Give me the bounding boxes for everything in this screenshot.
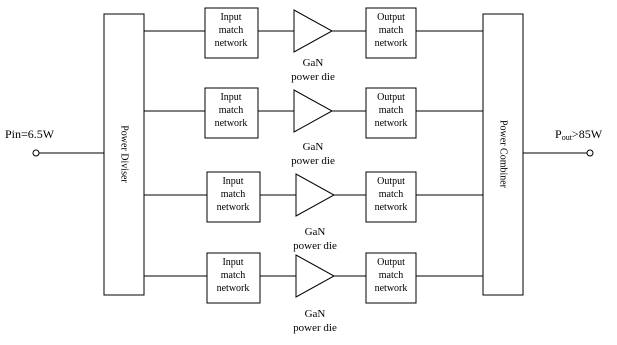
input-match-label-line: match — [221, 189, 245, 200]
input-match-network-block — [204, 7, 259, 59]
amplifier-label-line: GaN — [303, 141, 324, 153]
input-match-label-line: network — [217, 283, 250, 294]
input-match-network-block — [206, 252, 261, 304]
output-match-label-line: Output — [377, 257, 405, 268]
output-match-network-block — [365, 87, 417, 139]
input-port-terminal — [32, 149, 40, 157]
amplifier-label-line: GaN — [303, 57, 324, 69]
gan-amplifier-triangle — [295, 254, 336, 298]
amplifier-label-line: GaN — [305, 308, 326, 320]
amplifier-branch: Input match network GaN power die Output… — [144, 87, 483, 167]
gan-amplifier-triangle — [295, 173, 336, 217]
output-match-network-block — [365, 171, 417, 223]
output-match-label-line: network — [375, 38, 408, 49]
output-port-terminal — [586, 149, 594, 157]
output-port-label: Pout>85W — [555, 127, 603, 142]
output-match-label-line: Output — [377, 12, 405, 23]
output-match-label-line: match — [379, 270, 403, 281]
gan-amplifier-triangle — [293, 9, 334, 53]
input-match-label-line: Input — [220, 12, 241, 23]
gan-amplifier-triangle — [293, 89, 334, 133]
amplifier-label-line: power die — [291, 155, 335, 167]
power-combiner-label: Power Combiner — [498, 120, 509, 189]
output-match-label-line: network — [375, 118, 408, 129]
input-match-network-block — [206, 171, 261, 223]
output-match-label-line: Output — [377, 176, 405, 187]
power-divider-label: Power Diviser — [119, 125, 130, 183]
amplifier-branch: Input match network GaN power die Output… — [144, 7, 483, 83]
output-match-label-line: match — [379, 25, 403, 36]
output-match-network-block — [365, 7, 417, 59]
input-match-label-line: Input — [220, 92, 241, 103]
power-divider-block — [103, 13, 145, 296]
power-divider: Power Diviser — [103, 13, 145, 296]
input-match-label-line: match — [219, 105, 243, 116]
input-port: Pin=6.5W — [5, 127, 104, 157]
output-match-label-line: match — [379, 105, 403, 116]
output-match-label-line: Output — [377, 92, 405, 103]
input-match-label-line: network — [217, 202, 250, 213]
input-match-label-line: Input — [222, 176, 243, 187]
power-combiner: Power Combiner — [482, 13, 524, 296]
output-match-network-block — [365, 252, 417, 304]
input-match-label-line: match — [221, 270, 245, 281]
input-match-network-block — [204, 87, 259, 139]
amplifier-label-line: power die — [291, 71, 335, 83]
output-match-label-line: network — [375, 202, 408, 213]
output-match-label-line: match — [379, 189, 403, 200]
amplifier-label-line: power die — [293, 322, 337, 334]
amplifier-branch: Input match network GaN power die Output… — [144, 171, 483, 252]
input-match-label-line: match — [219, 25, 243, 36]
input-match-label-line: Input — [222, 257, 243, 268]
output-match-label-line: network — [375, 283, 408, 294]
input-match-label-line: network — [215, 118, 248, 129]
output-port: Pout>85W — [523, 127, 603, 157]
input-port-label: Pin=6.5W — [5, 127, 55, 141]
amplifier-branch: Input match network GaN power die Output… — [144, 252, 483, 334]
power-combiner-block — [482, 13, 524, 296]
input-match-label-line: network — [215, 38, 248, 49]
amplifier-label-line: power die — [293, 240, 337, 252]
amplifier-label-line: GaN — [305, 226, 326, 238]
